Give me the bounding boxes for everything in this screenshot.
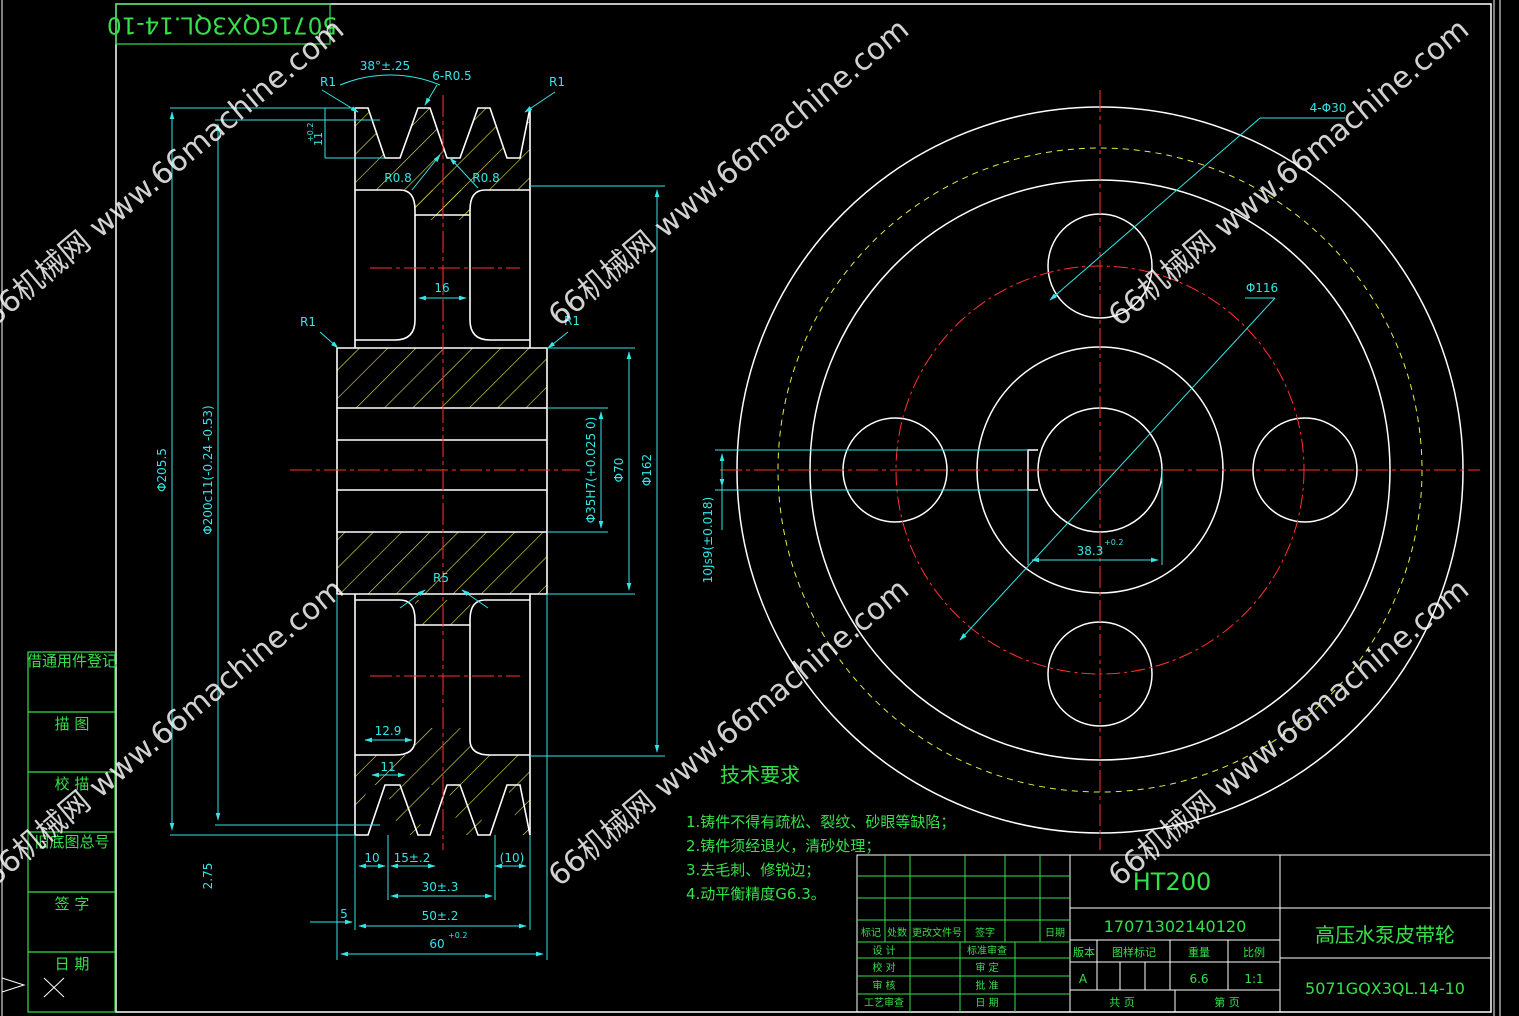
sign-proofread: 校 对 <box>872 961 895 974</box>
dim-r08-left: R0.8 <box>384 171 411 185</box>
watermark-6: 66机械网 www.66machine.com <box>1102 572 1476 894</box>
side-label-trace: 描 图 <box>55 715 90 733</box>
weight-value: 6.6 <box>1189 972 1208 986</box>
dim-12-9: 12.9 <box>375 724 402 738</box>
sheets-total: 共 页 <box>1109 996 1135 1009</box>
technical-requirements: 技术要求 1.铸件不得有疏松、裂纹、砂眼等缺陷； 2.铸件须经退火，清砂处理； … <box>686 763 955 903</box>
dim-30: 30±.3 <box>422 880 459 894</box>
dim-dia-outer: Φ205.5 <box>155 448 169 492</box>
dim-50: 50±.2 <box>422 909 459 923</box>
section-outline <box>336 107 548 836</box>
col-version: 版本 <box>1073 945 1095 959</box>
dim-pcd: Φ116 <box>1246 281 1278 295</box>
title-block: HT200 17071302140120 高压水泵皮带轮 5071GQX3QL.… <box>856 854 1492 1013</box>
dim-r08-right: R0.8 <box>472 171 499 185</box>
watermark-2: 66机械网 www.66machine.com <box>542 12 916 334</box>
tech-req-item-3: 3.去毛刺、修锐边； <box>686 861 820 879</box>
rev-header-date: 日期 <box>1045 927 1065 939</box>
dim-60: 60 <box>429 937 444 951</box>
dim-11: 11 <box>380 760 395 774</box>
side-label-old-number: 旧底图总号 <box>34 833 109 851</box>
front-centerlines <box>720 90 1480 850</box>
dim-r1-hub-left: R1 <box>300 315 316 329</box>
side-label-check: 校 描 <box>55 775 90 793</box>
col-drawing-mark: 图样标记 <box>1112 945 1156 959</box>
dim-15: 15±.2 <box>394 851 431 865</box>
sign-std-review: 标准审查 <box>967 944 1007 957</box>
dim-r1-hub-right: R1 <box>564 314 580 328</box>
dim-keyway-width: 10Js9(±0.018) <box>701 497 715 583</box>
sign-design: 设 计 <box>872 944 895 957</box>
dim-corner-radius: 6-R0.5 <box>432 69 471 83</box>
section-hatching <box>337 108 547 835</box>
dim-r1-left: R1 <box>320 75 336 89</box>
title-number: 17071302140120 <box>1104 917 1247 936</box>
drawing-code-top: 5071GQX3QL.14-10 <box>107 12 337 38</box>
watermark-1: 66机械网 www.66machine.com <box>0 12 351 334</box>
section-dimension-lines <box>169 74 665 960</box>
section-dimension-texts: 38°±.25 6-R0.5 R1 R1 R1 R1 11 +0.2 R0.8 … <box>155 59 654 951</box>
watermark-4: 66机械网 www.66machine.com <box>0 572 351 894</box>
dim-10-ref: (10) <box>500 851 525 865</box>
title-drawing-code: 5071GQX3QL.14-10 <box>1305 979 1465 998</box>
top-code-label: 5071GQX3QL.14-10 <box>107 12 337 38</box>
dim-groove-depth: 11 <box>312 132 325 146</box>
dim-keyway-depth: 38.3 <box>1077 544 1104 558</box>
sheet-number: 第 页 <box>1214 995 1240 1009</box>
scale-value: 1:1 <box>1244 972 1263 986</box>
sign-audit: 审 核 <box>872 979 895 992</box>
sign-ratify: 批 准 <box>975 979 998 992</box>
tech-req-title: 技术要求 <box>720 763 800 787</box>
dim-web-radius: R5 <box>433 571 449 585</box>
sign-process: 工艺审查 <box>864 996 904 1009</box>
section-view: 38°±.25 6-R0.5 R1 R1 R1 R1 11 +0.2 R0.8 … <box>155 59 665 960</box>
dim-holes: 4-Φ30 <box>1310 101 1347 115</box>
dim-r1-right: R1 <box>549 75 565 89</box>
tech-req-item-4: 4.动平衡精度G6.3。 <box>686 885 826 903</box>
col-weight: 重量 <box>1188 945 1210 959</box>
front-dimension-texts: 4-Φ30 Φ116 38.3 +0.2 10Js9(±0.018) <box>701 101 1346 583</box>
dim-2-75: 2.75 <box>201 863 215 890</box>
dim-10: 10 <box>364 851 379 865</box>
title-part-name: 高压水泵皮带轮 <box>1315 923 1455 947</box>
tech-req-item-1: 1.铸件不得有疏松、裂纹、砂眼等缺陷； <box>686 813 955 831</box>
sign-approve: 审 定 <box>975 961 998 974</box>
front-view: 4-Φ30 Φ116 38.3 +0.2 10Js9(±0.018) <box>701 90 1480 850</box>
side-label-register: 借通用件登记 <box>27 652 117 670</box>
watermark-3: 66机械网 www.66machine.com <box>1102 12 1476 334</box>
orientation-mark <box>1 977 65 998</box>
title-material: HT200 <box>1133 868 1212 896</box>
side-label-date: 日 期 <box>55 955 90 973</box>
front-dimension-lines <box>715 117 1345 641</box>
dim-groove-depth-tol: +0.2 <box>306 123 315 142</box>
dim-groove-angle: 38°±.25 <box>360 59 410 73</box>
dim-keyway-tol: +0.2 <box>1104 538 1123 547</box>
rev-header-mark: 标记 <box>861 927 881 939</box>
tech-req-item-2: 2.铸件须经退火，清砂处理； <box>686 837 880 855</box>
section-centerlines <box>290 95 580 850</box>
dim-60-tol: +0.2 <box>448 931 467 940</box>
version-value: A <box>1079 972 1088 986</box>
dim-dia-pitch: Φ200c11(-0.24 -0.53) <box>201 405 215 535</box>
dim-5: 5 <box>340 907 348 921</box>
rev-header-sign: 签字 <box>975 926 995 939</box>
dim-dia-rim-inner: Φ162 <box>640 454 654 486</box>
side-panel: 借通用件登记 描 图 校 描 旧底图总号 签 字 日 期 <box>1 651 117 1013</box>
dim-dia-bore: Φ35H7(+0.025 0) <box>584 417 598 524</box>
rev-header-count: 处数 <box>887 926 907 939</box>
rev-header-file: 更改文件号 <box>912 926 962 939</box>
sign-date: 日 期 <box>975 997 998 1009</box>
dim-web-thickness: 16 <box>434 281 449 295</box>
col-scale: 比例 <box>1243 945 1265 959</box>
side-label-sign: 签 字 <box>55 895 90 913</box>
dim-dia-hub: Φ70 <box>612 458 626 483</box>
